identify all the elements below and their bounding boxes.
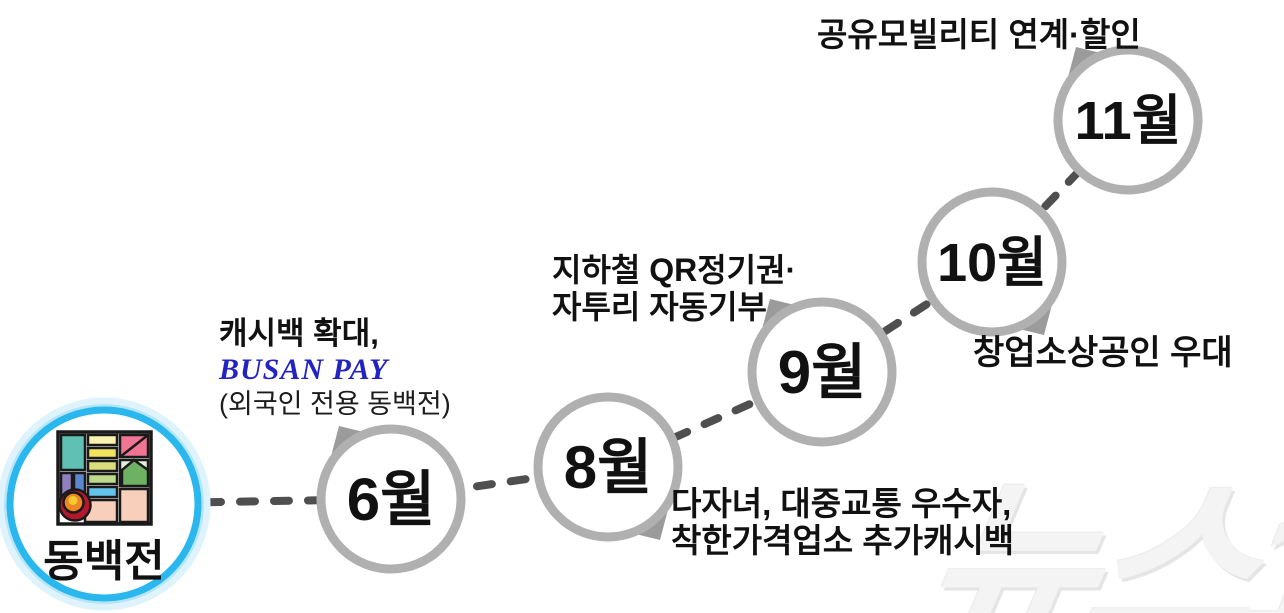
milestone-month-label: 6월 xyxy=(347,466,436,533)
milestone-circle xyxy=(1053,45,1203,195)
note-september-line2: 자투리 자동기부 xyxy=(552,289,767,325)
note-busan-pay: BUSAN PAY xyxy=(219,353,389,386)
milestone-circle xyxy=(747,297,897,447)
milestone-month-label: 11월 xyxy=(1075,91,1182,151)
milestone-june: 6월 xyxy=(316,424,466,574)
note-november: 공유모빌리티 연계·할인 xyxy=(817,16,1141,53)
milestone-september: 9월 xyxy=(747,297,897,447)
milestone-circle xyxy=(533,392,683,542)
note-august: 다자녀, 대중교통 우수자, 착한가격업소 추가캐시백 xyxy=(671,485,1014,559)
dongbaekjeon-logo: 동백전 xyxy=(0,397,211,611)
note-october-line1: 창업소상공인 우대 xyxy=(973,334,1233,372)
note-september: 지하철 QR정기권· 자투리 자동기부 xyxy=(552,252,796,326)
milestone-month-label: 9월 xyxy=(778,339,867,406)
milestone-circle xyxy=(316,424,466,574)
milestone-month-label: 10월 xyxy=(937,233,1047,293)
note-october: 창업소상공인 우대 xyxy=(973,334,1233,372)
milestone-circle xyxy=(917,187,1067,337)
milestone-november: 11월 xyxy=(1053,45,1203,195)
logo-glow xyxy=(0,397,211,611)
note-august-line2: 착한가격업소 추가캐시백 xyxy=(671,522,1015,559)
note-september-line1: 지하철 QR정기권· xyxy=(552,252,797,288)
note-november-line1: 공유모빌리티 연계·할인 xyxy=(817,16,1141,53)
milestone-august: 8월 xyxy=(533,392,683,542)
note-june-line1: 캐시백 확대, xyxy=(219,316,379,351)
logo-label: 동백전 xyxy=(43,537,164,586)
milestone-month-label: 8월 xyxy=(564,434,653,501)
logo-mosaic-icon xyxy=(56,430,153,526)
note-june-line3: (외국인 전용 동백전) xyxy=(219,389,451,419)
note-august-line1: 다자녀, 대중교통 우수자, xyxy=(671,485,1012,522)
milestone-october: 10월 xyxy=(917,187,1067,337)
note-june: 캐시백 확대, BUSAN PAY (외국인 전용 동백전) xyxy=(219,316,451,421)
